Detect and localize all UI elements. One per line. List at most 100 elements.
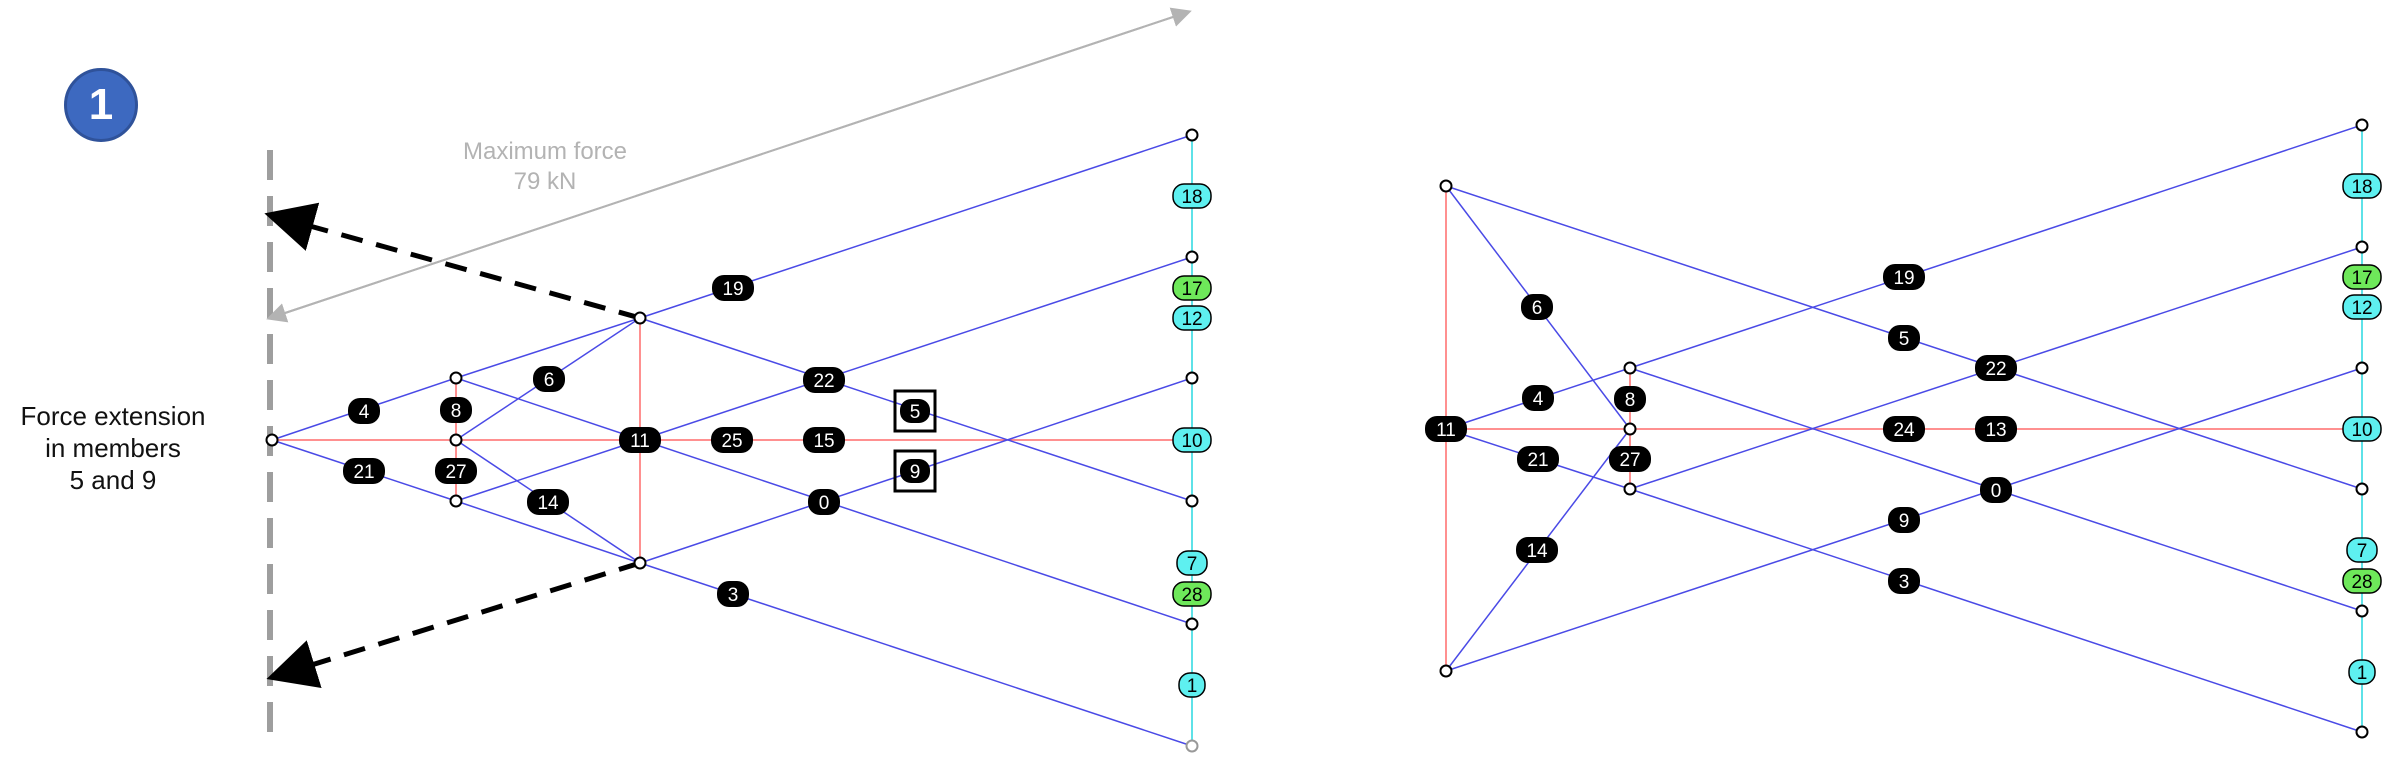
left-member-bottom bbox=[455, 500, 641, 564]
node bbox=[1185, 371, 1199, 385]
node bbox=[633, 556, 647, 570]
node bbox=[2355, 240, 2369, 254]
svg-text:28: 28 bbox=[2351, 572, 2372, 593]
svg-text:5: 5 bbox=[1899, 329, 1910, 350]
svg-text:25: 25 bbox=[721, 431, 742, 452]
svg-text:21: 21 bbox=[1527, 450, 1548, 471]
svg-text:21: 21 bbox=[353, 462, 374, 483]
right-tags: 6 11 4 8 21 27 14 19 5 22 24 13 0 9 3 18… bbox=[1425, 173, 2382, 685]
member-tag-0: 0 bbox=[808, 489, 840, 515]
member-tag-11: 11 bbox=[619, 427, 661, 453]
svg-text:13: 13 bbox=[1985, 420, 2006, 441]
force-arrow-lower bbox=[266, 560, 641, 689]
svg-text:12: 12 bbox=[2351, 298, 2372, 319]
member-tag-22: 22 bbox=[803, 367, 845, 393]
member-tag-15: 15 bbox=[803, 427, 845, 453]
node bbox=[1623, 422, 1637, 436]
support-tag-7: 7 bbox=[1176, 550, 1208, 576]
member-tag-3: 3 bbox=[1888, 568, 1920, 594]
max-force-line-2: 79 kN bbox=[514, 168, 577, 195]
member-tag-3: 3 bbox=[717, 581, 749, 607]
node bbox=[1185, 739, 1199, 753]
step-number-badge: 1 bbox=[64, 68, 138, 142]
svg-text:27: 27 bbox=[445, 462, 466, 483]
svg-text:22: 22 bbox=[813, 371, 834, 392]
svg-text:18: 18 bbox=[2351, 177, 2372, 198]
node bbox=[2355, 725, 2369, 739]
svg-text:17: 17 bbox=[1181, 279, 1202, 300]
member-tag-6: 6 bbox=[1521, 294, 1553, 320]
member-tag-5: 5 bbox=[1888, 325, 1920, 351]
svg-text:8: 8 bbox=[451, 401, 462, 422]
node bbox=[2355, 604, 2369, 618]
node bbox=[2355, 361, 2369, 375]
svg-text:28: 28 bbox=[1181, 585, 1202, 606]
member-tag-27: 27 bbox=[435, 458, 477, 484]
support-tag-10: 10 bbox=[2342, 416, 2382, 442]
member-tag-11: 11 bbox=[1425, 416, 1467, 442]
support-tag-1: 1 bbox=[2348, 659, 2376, 685]
max-force-arrow-back bbox=[266, 11, 1189, 323]
svg-text:6: 6 bbox=[544, 370, 555, 391]
node bbox=[449, 371, 463, 385]
node bbox=[1439, 664, 1453, 678]
support-tag-12: 12 bbox=[2342, 294, 2382, 320]
max-force-line-1: Maximum force bbox=[463, 138, 627, 165]
support-tag-7: 7 bbox=[2346, 537, 2378, 563]
member-tag-19: 19 bbox=[1883, 264, 1925, 290]
note-line-3: 5 and 9 bbox=[69, 465, 157, 495]
svg-text:15: 15 bbox=[813, 431, 834, 452]
support-tag-17: 17 bbox=[2342, 264, 2382, 290]
svg-text:4: 4 bbox=[359, 402, 370, 423]
svg-text:17: 17 bbox=[2351, 268, 2372, 289]
svg-text:11: 11 bbox=[1436, 420, 1456, 441]
node bbox=[449, 494, 463, 508]
right-member-3 bbox=[1629, 488, 2363, 733]
svg-text:7: 7 bbox=[1187, 554, 1198, 575]
support-tag-28: 28 bbox=[1172, 581, 1212, 607]
member-tag-25: 25 bbox=[711, 427, 753, 453]
svg-text:3: 3 bbox=[728, 585, 739, 606]
member-tag-9: 9 bbox=[1888, 507, 1920, 533]
svg-text:0: 0 bbox=[1991, 481, 2002, 502]
svg-text:14: 14 bbox=[537, 493, 559, 514]
svg-text:9: 9 bbox=[1899, 511, 1910, 532]
left-member-top bbox=[455, 317, 641, 379]
member-tag-14: 14 bbox=[1516, 537, 1558, 563]
svg-text:18: 18 bbox=[1181, 187, 1202, 208]
note-line-2: in members bbox=[45, 433, 181, 463]
svg-text:19: 19 bbox=[1893, 268, 1914, 289]
node bbox=[1623, 361, 1637, 375]
svg-text:27: 27 bbox=[1619, 450, 1640, 471]
member-tag-9-boxed: 9 bbox=[893, 449, 937, 493]
node bbox=[449, 433, 463, 447]
svg-text:14: 14 bbox=[1526, 541, 1548, 562]
node bbox=[1623, 482, 1637, 496]
member-tag-6: 6 bbox=[533, 366, 565, 392]
svg-text:10: 10 bbox=[2351, 420, 2372, 441]
svg-text:7: 7 bbox=[2357, 541, 2368, 562]
svg-text:12: 12 bbox=[1181, 309, 1202, 330]
node bbox=[1185, 128, 1199, 142]
support-tag-18: 18 bbox=[2342, 173, 2382, 199]
svg-text:24: 24 bbox=[1893, 420, 1915, 441]
right-member-19 bbox=[1629, 124, 2363, 369]
svg-text:10: 10 bbox=[1181, 431, 1202, 452]
support-tag-17: 17 bbox=[1172, 275, 1212, 301]
svg-text:1: 1 bbox=[2357, 663, 2368, 684]
svg-text:11: 11 bbox=[630, 431, 650, 452]
member-tag-24: 24 bbox=[1883, 416, 1925, 442]
svg-text:6: 6 bbox=[1532, 298, 1543, 319]
member-tag-0: 0 bbox=[1980, 477, 2012, 503]
node bbox=[1185, 250, 1199, 264]
node bbox=[265, 433, 279, 447]
support-tag-18: 18 bbox=[1172, 183, 1212, 209]
svg-text:19: 19 bbox=[722, 279, 743, 300]
support-tag-12: 12 bbox=[1172, 305, 1212, 331]
support-tag-10: 10 bbox=[1172, 427, 1212, 453]
force-extension-note: Force extension in members 5 and 9 bbox=[0, 400, 226, 496]
support-tag-28: 28 bbox=[2342, 568, 2382, 594]
force-arrow-upper bbox=[264, 202, 641, 321]
member-tag-8: 8 bbox=[1614, 386, 1646, 412]
